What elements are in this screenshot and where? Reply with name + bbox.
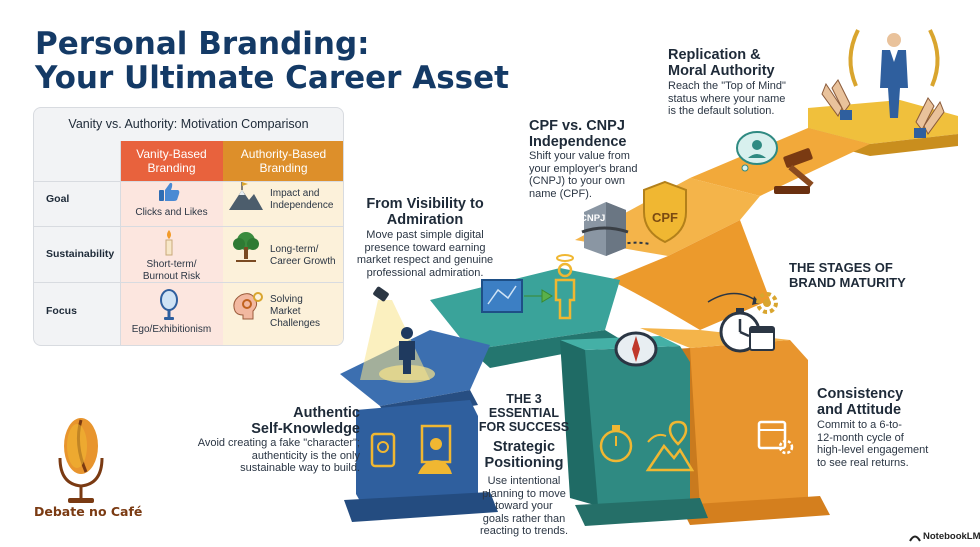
teal-pillar: [585, 346, 690, 506]
orange-pillar: [690, 340, 808, 508]
selfie-icon: [370, 432, 396, 468]
page-title-line2: Your Ultimate Career Asset: [35, 60, 509, 96]
row-label-sustainability: Sustainability: [46, 248, 115, 260]
cell-focus-authority: Solving Market Challenges: [270, 294, 321, 329]
teal-pillar-side: [560, 340, 598, 506]
cell-goal-vanity: Clicks and Likes: [135, 207, 208, 218]
thought-bubble-icon: [736, 131, 778, 172]
row-label-focus: Focus: [46, 305, 77, 317]
cell-sustainability-authority: Long-term/ Career Growth: [270, 244, 336, 267]
person-halo-icon: [554, 254, 576, 320]
coffee-microphone-logo-icon: [58, 418, 104, 503]
stage-cpf-body: Shift your value from your employer's br…: [529, 150, 638, 200]
column-header-authority: Authority-Based Branding: [223, 141, 343, 181]
orange-ribbon-fold: [610, 220, 770, 330]
column-header-authority-label: Authority-Based Branding: [240, 147, 327, 175]
column-header-vanity-label: Vanity-Based Branding: [136, 147, 207, 175]
watermark-text: NotebookLM: [923, 531, 980, 542]
stage-strategic-heading: Strategic Positioning: [484, 439, 564, 471]
stage-visibility-body: Move past simple digital presence toward…: [356, 229, 494, 279]
stage-essential-heading: THE 3 ESSENTIAL FOR SUCCESS: [478, 392, 570, 434]
row-divider: [34, 226, 343, 227]
cell-sustainability-vanity: Short-term/ Burnout Risk: [142, 259, 201, 282]
brain-gear-icon: [233, 292, 263, 320]
stopwatch-small-icon: [599, 425, 633, 463]
gavel-icon: [774, 148, 814, 194]
blue-pillar-base: [344, 492, 498, 522]
stage-cpf-heading: CPF vs. CNPJ Independence: [529, 118, 627, 150]
mountain-target-icon: [645, 420, 694, 472]
gear-icon: [756, 292, 778, 314]
teal-pillar-base: [575, 498, 708, 526]
logo-text: Debate no Café: [34, 504, 143, 519]
stage-maturity-heading: THE STAGES OF BRAND MATURITY: [789, 260, 906, 290]
table-title: Vanity vs. Authority: Motivation Compari…: [68, 117, 309, 131]
chain-link: [603, 241, 651, 249]
calendar-icon: [749, 326, 775, 351]
calendar-gear-icon: [757, 420, 794, 455]
spotlight-icon: [373, 286, 389, 302]
row-divider: [34, 181, 343, 182]
stage-authentic-heading: Authentic Self-Knowledge: [251, 405, 360, 437]
stage-replication-heading: Replication & Moral Authority: [668, 47, 775, 79]
stage-strategic-body: Use intentional planning to move toward …: [479, 475, 569, 537]
mountain-flag-icon: [229, 182, 263, 210]
cell-goal-authority: Impact and Independence: [270, 188, 334, 211]
thumbs-up-icon: [159, 182, 180, 201]
stage-consistency-heading: Consistency and Attitude: [817, 386, 904, 418]
orange-ribbon-upper: [690, 128, 870, 196]
stage-replication-body: Reach the "Top of Mind" status where you…: [668, 80, 786, 117]
row-label-goal: Goal: [46, 193, 70, 205]
cpf-label: CPF: [652, 210, 678, 225]
clapping-hands-right-icon: [914, 97, 945, 138]
stage-consistency-body: Commit to a 6-to- 12-month cycle of high…: [817, 419, 929, 469]
page-title-line1: Personal Branding:: [35, 26, 370, 62]
teal-path: [430, 268, 620, 350]
cnpj-building-icon: [581, 202, 629, 256]
row-divider: [34, 282, 343, 283]
person-icon: [399, 327, 415, 374]
cpf-shield-icon: [643, 180, 687, 244]
cnpj-label: CNPJ: [580, 213, 606, 224]
comparison-table: Vanity vs. Authority: Motivation Compari…: [33, 107, 344, 346]
blueprint-arrow-icon: [481, 279, 553, 313]
candle-icon: [165, 230, 173, 256]
column-divider: [120, 141, 121, 345]
column-header-vanity: Vanity-Based Branding: [120, 141, 223, 181]
laurel-leader-icon: [848, 29, 940, 118]
stage-authentic-body: Avoid creating a fake "character"; authe…: [197, 437, 360, 474]
mirror-icon: [160, 289, 178, 320]
mirror-reflection-icon: [418, 424, 452, 474]
cell-focus-vanity: Ego/Exhibitionism: [131, 324, 212, 335]
compass-icon: [614, 331, 658, 367]
orange-pillar-base: [680, 496, 830, 525]
tree-icon: [233, 232, 259, 262]
notebooklm-icon: [909, 535, 921, 542]
clapping-hands-icon: [821, 79, 852, 120]
stage-visibility-heading: From Visibility to Admiration: [366, 196, 484, 228]
